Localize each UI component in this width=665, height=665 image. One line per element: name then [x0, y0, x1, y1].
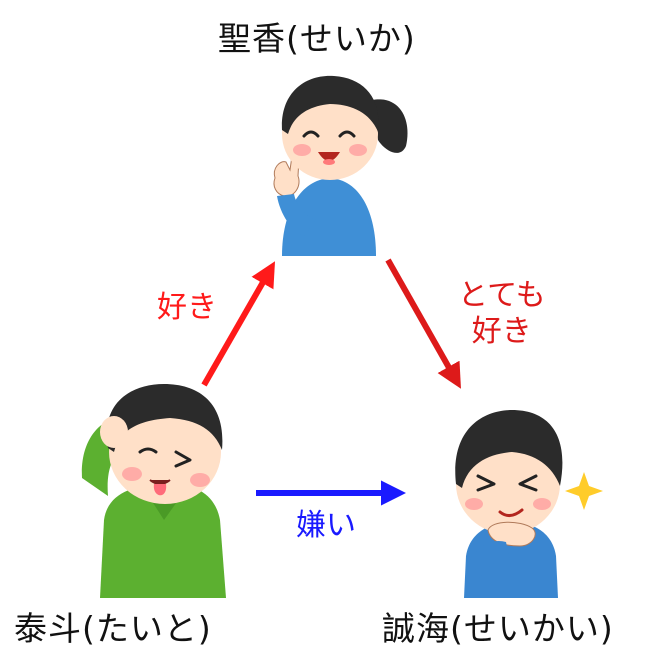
label-dislike: 嫌い — [296, 508, 356, 544]
boy-blue-illustration — [455, 410, 563, 598]
label-like: 好き — [157, 290, 217, 326]
boy-green-illustration — [81, 384, 226, 598]
label-love-line2: 好き — [471, 314, 532, 349]
label-like-text: 好き — [157, 290, 217, 325]
name-left: 泰斗(たいと) — [14, 609, 212, 648]
label-dislike-text: 嫌い — [296, 508, 356, 543]
woman-illustration — [273, 75, 408, 256]
label-love-line1: とても — [458, 278, 546, 313]
sparkle-icon — [565, 472, 603, 510]
name-right: 誠海(せいかい) — [382, 609, 614, 648]
label-love: とても 好き — [458, 278, 546, 350]
arrow-like — [201, 261, 276, 387]
arrow-love — [385, 258, 461, 389]
name-top: 聖香(せいか) — [218, 19, 416, 58]
